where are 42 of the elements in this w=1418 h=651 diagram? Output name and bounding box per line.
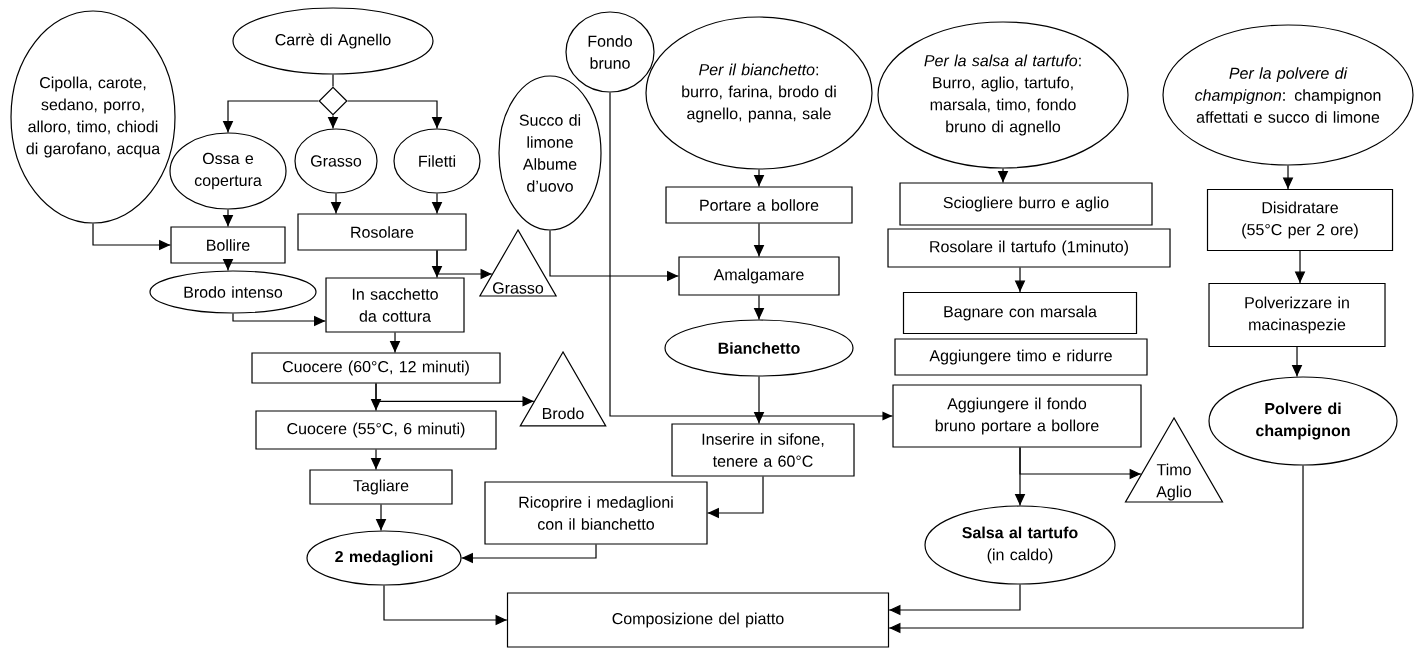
ellipse-node: Per la salsa al tartufo: Burro, aglio, tartufo, marsala, timo, fondo bruno di agnello [877,21,1129,169]
step-box: Amalgamare [678,256,840,296]
ellipse-node: Fondo bruno [565,11,655,93]
ellipse-node: Polvere di champignon [1208,376,1398,466]
arrow [375,383,535,407]
arrow [888,584,1021,616]
arrow [888,465,1304,634]
step-box: Cuocere (55°C, 6 minuti) [255,410,497,450]
step-box: Aggiungere timo e ridurre [894,338,1148,376]
arrow [347,100,443,129]
step-box: In sacchetto da cottura [325,277,465,333]
ellipse-node: Grasso [294,128,378,194]
ellipse-node: Cipolla, carote, sedano, porro, alloro, timo, chiodi di garofano, acqua [10,10,176,224]
ellipse-node: Carrè di Agnello [232,7,434,75]
step-box: Sciogliere burro e aglio [899,182,1153,226]
step-box: Bollire [170,226,286,264]
ellipse-node: Bianchetto [664,319,854,377]
step-box: Polverizzare in macinaspezie [1208,282,1386,348]
arrow [461,544,597,564]
ellipse-node: Salsa al tartufo (in caldo) [924,505,1116,585]
junction-diamond [318,86,348,116]
step-box: Ricoprire i medaglioni con il bianchetto [484,481,708,545]
step-box: Composizione del piatto [506,592,890,648]
ellipse-node: Filetti [393,128,481,194]
connector-line [332,74,334,87]
step-box: Bagnare con marsala [902,291,1138,335]
ellipse-node: Ossa e copertura [169,132,287,210]
ellipse-node: Succo di limone Albume d’uovo [498,75,602,231]
ellipse-node: 2 medaglioni [306,530,462,586]
step-box: Disidratare (55°C per 2 ore) [1206,188,1394,252]
ellipse-node: Brodo intenso [149,270,317,314]
arrow [707,476,764,519]
step-box: Rosolare [297,213,467,251]
step-box: Aggiungere il fondo bruno portare a bollore [892,384,1142,448]
ellipse-node: Per la polvere di champignon: champignon affettati e succo di limone [1162,24,1414,166]
step-box: Rosolare il tartufo (1minuto) [887,228,1171,268]
arrow [609,92,893,421]
step-box: Inserire in sifone, tenere a 60°C [671,423,855,477]
ellipse-node: Per il bianchetto: burro, farina, brodo di agnello, panna, sale [645,16,873,170]
step-box: Tagliare [309,469,453,505]
step-box: Cuocere (60°C, 12 minuti) [251,352,501,384]
step-box: Portare a bollore [665,186,853,224]
